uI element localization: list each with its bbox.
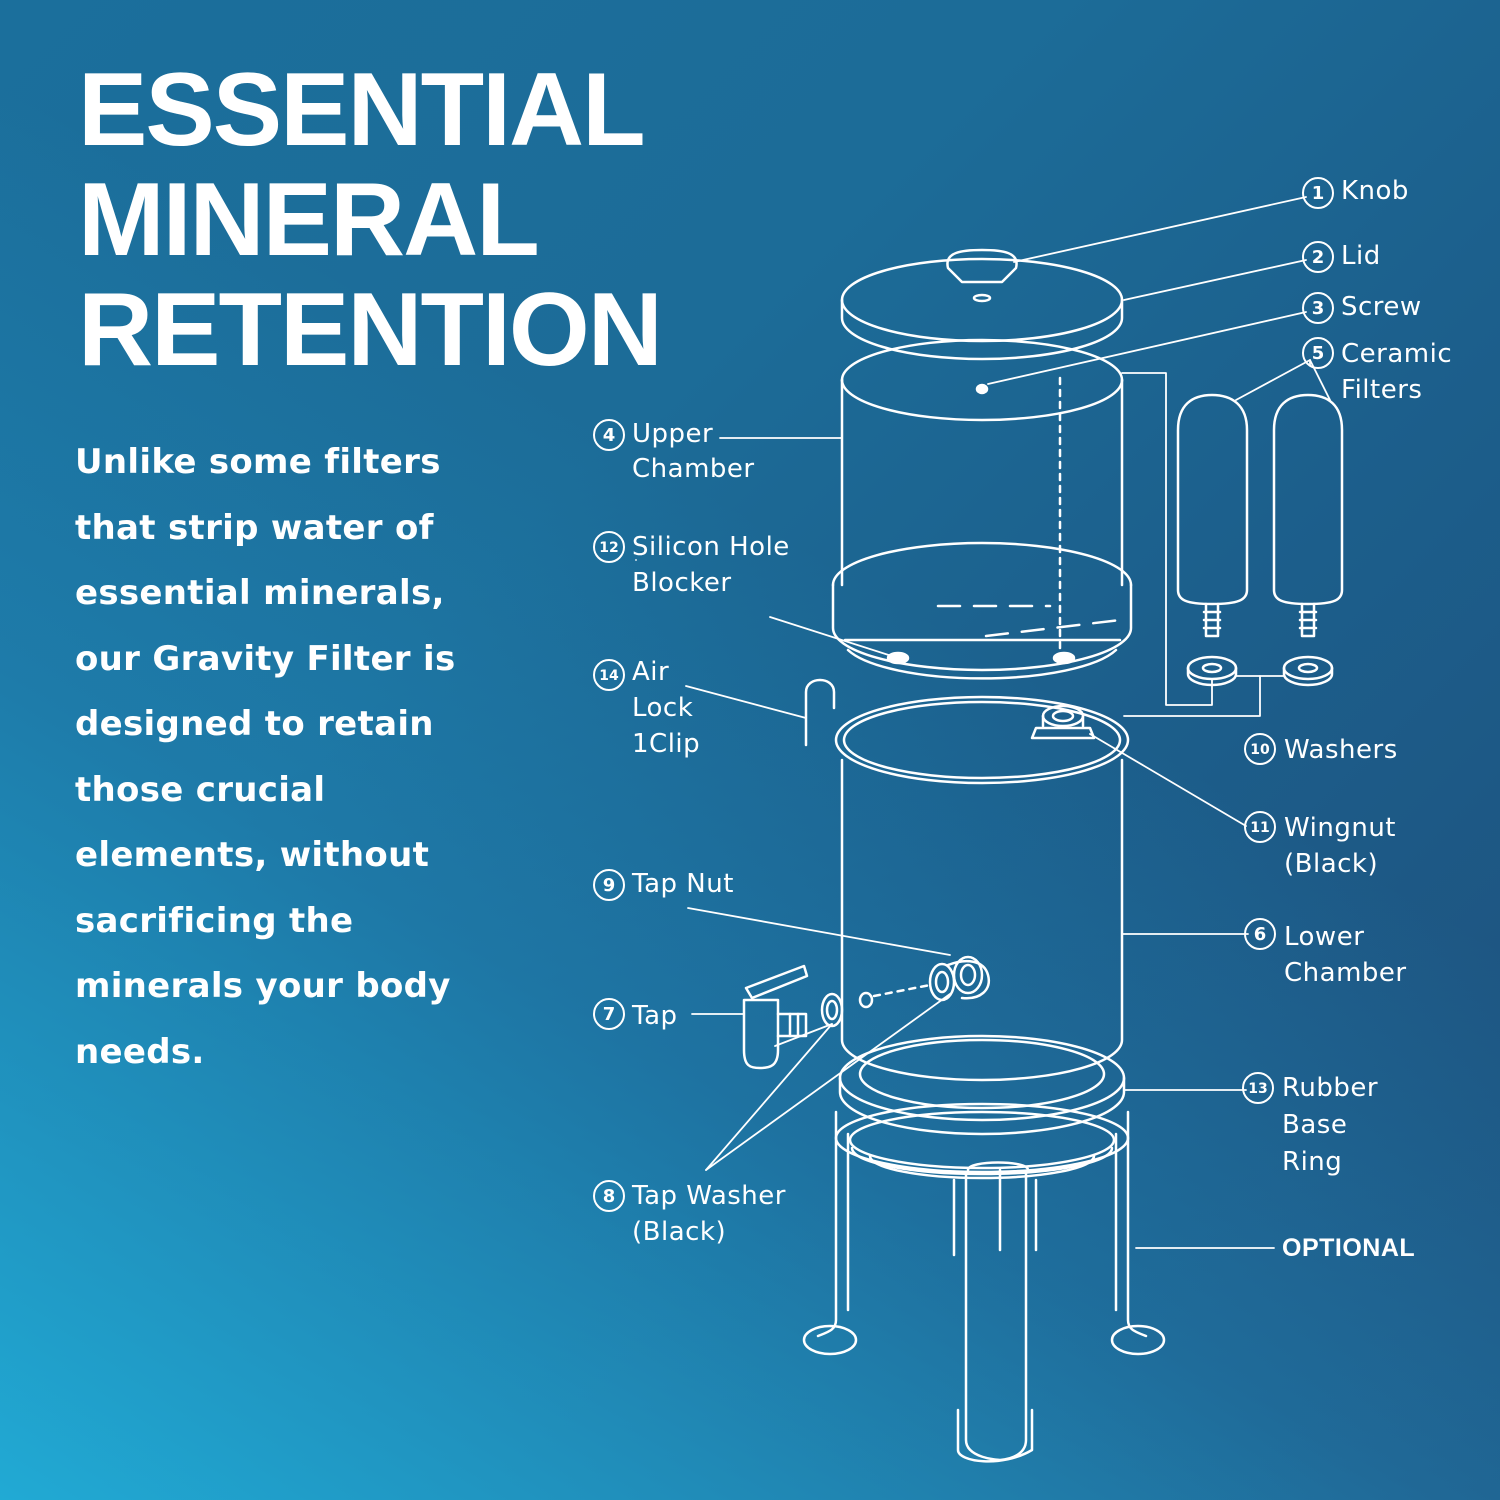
label-ceramic-1: Ceramic <box>1341 339 1452 369</box>
callout-number-lower: 6 <box>1254 924 1267 945</box>
callout-number-screw: 3 <box>1312 298 1325 319</box>
label-ceramic-2: Filters <box>1341 375 1422 405</box>
label-rubber-1: Rubber <box>1282 1073 1378 1103</box>
callout-number-tap-washer: 8 <box>603 1186 616 1207</box>
label-optional: OPTIONAL <box>1282 1234 1415 1262</box>
lid-drawing <box>840 257 1124 361</box>
upper-chamber-drawing <box>831 338 1133 680</box>
label-tap: Tap <box>631 1001 678 1031</box>
tap-drawing <box>742 964 809 1070</box>
body-line: essential minerals, <box>75 573 445 613</box>
label-silicon-2: Blocker <box>632 568 732 598</box>
label-rubber-2: Base <box>1282 1110 1347 1140</box>
label-wingnut-2: (Black) <box>1284 849 1378 879</box>
label-airlock-2: Lock <box>632 693 693 723</box>
label-tap-nut: Tap Nut <box>631 869 734 899</box>
tap-nut-drawing <box>928 955 991 1002</box>
wingnut-drawing <box>1030 704 1096 740</box>
callout-number-knob: 1 <box>1312 183 1325 204</box>
label-screw: Screw <box>1341 292 1422 322</box>
headline-line: ESSENTIAL <box>78 52 646 168</box>
rubber-base-ring-drawing <box>838 1034 1126 1136</box>
tap-washers-drawing <box>820 983 932 1028</box>
label-upper-2: Chamber <box>632 454 755 484</box>
headline: ESSENTIAL MINERAL RETENTION <box>78 52 663 388</box>
callout-number-ceramic: 5 <box>1312 343 1325 364</box>
callout-number-tap: 7 <box>603 1004 616 1025</box>
ceramic-filter-left-drawing <box>1176 393 1249 638</box>
label-lid: Lid <box>1341 241 1381 271</box>
label-airlock-3: 1Clip <box>632 729 700 759</box>
optional-stand-drawing <box>802 1102 1166 1463</box>
lower-chamber-drawing <box>834 695 1130 1082</box>
ceramic-filter-right-drawing <box>1272 393 1344 638</box>
leader-lines <box>635 196 1331 1249</box>
body-line: that strip water of <box>75 507 434 548</box>
callout-circles <box>593 177 1334 1212</box>
callout-number-wingnut: 11 <box>1250 820 1269 836</box>
headline-line: MINERAL <box>78 162 540 278</box>
callout-number-rubber: 13 <box>1248 1081 1267 1097</box>
callout-number-tap-nut: 9 <box>603 875 616 896</box>
body-line: elements, without <box>75 835 430 875</box>
headline-line: RETENTION <box>78 272 663 388</box>
label-lower-1: Lower <box>1284 922 1364 952</box>
body-line: our Gravity Filter is <box>75 638 456 679</box>
callout-number-lid: 2 <box>1312 247 1325 268</box>
body-line: sacrificing the <box>75 900 354 941</box>
label-tap-washer-2: (Black) <box>632 1217 726 1247</box>
callout-number-washers: 10 <box>1250 742 1270 758</box>
body-line: needs. <box>75 1031 205 1072</box>
callout-number-airlock: 14 <box>599 668 619 684</box>
body-line: designed to retain <box>75 704 434 744</box>
body-line: Unlike some filters <box>75 442 441 482</box>
label-upper-1: Upper <box>632 419 713 449</box>
label-wingnut-1: Wingnut <box>1284 813 1396 843</box>
label-silicon-1: Silicon Hole <box>632 532 790 562</box>
label-tap-washer-1: Tap Washer <box>631 1181 786 1211</box>
knob-drawing <box>946 248 1018 303</box>
label-knob: Knob <box>1341 176 1409 206</box>
body-line: minerals your body <box>75 966 451 1006</box>
callout-number-upper: 4 <box>603 425 616 446</box>
body-paragraph: Unlike some filters that strip water of … <box>75 430 495 1085</box>
label-lower-2: Chamber <box>1284 958 1407 988</box>
callout-number-silicon: 12 <box>599 540 618 556</box>
label-washers: Washers <box>1284 735 1398 765</box>
body-line: those crucial <box>75 769 326 810</box>
air-lock-clip-drawing <box>804 678 836 747</box>
label-airlock-1: Air <box>632 657 669 687</box>
label-rubber-3: Ring <box>1282 1147 1342 1177</box>
